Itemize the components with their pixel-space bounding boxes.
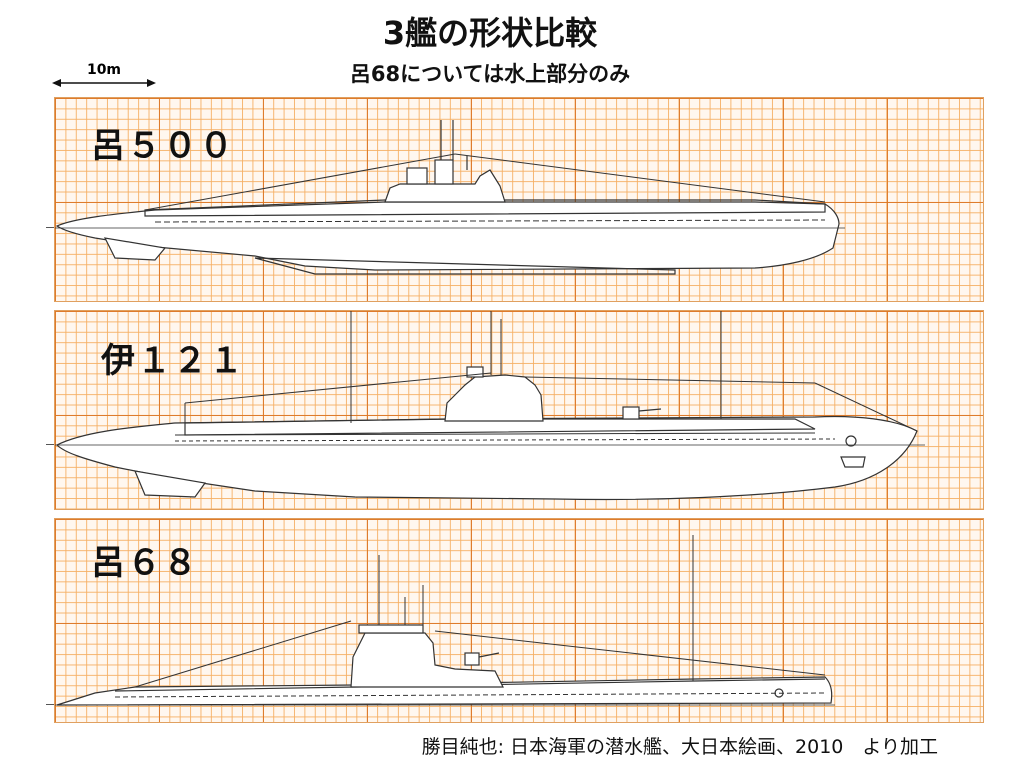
waterline-tick — [46, 227, 54, 228]
waterline-tick — [46, 704, 54, 705]
panel-i121: 伊１２１ — [54, 310, 984, 510]
ro68-side-profile — [55, 535, 835, 706]
panel-ro500: 呂５００ — [54, 97, 984, 302]
waterline-tick — [46, 444, 54, 445]
panel-ro68: 呂６８ — [54, 518, 984, 723]
scale-bar: 10m — [52, 62, 156, 92]
ro500-side-profile — [55, 120, 845, 275]
panel-label-ro500: 呂５００ — [91, 126, 235, 166]
source-credit: 勝目純也: 日本海軍の潜水艦、大日本絵画、2010 より加工 — [421, 736, 938, 758]
page-title: 3艦の形状比較 — [382, 14, 598, 52]
i121-side-profile — [55, 311, 925, 501]
page-subtitle: 呂68については水上部分のみ — [349, 62, 631, 86]
scale-bar-arrow — [52, 79, 156, 87]
scale-bar-label: 10m — [86, 62, 122, 78]
panel-label-ro68: 呂６８ — [91, 543, 199, 583]
panel-label-i121: 伊１２１ — [101, 341, 245, 381]
